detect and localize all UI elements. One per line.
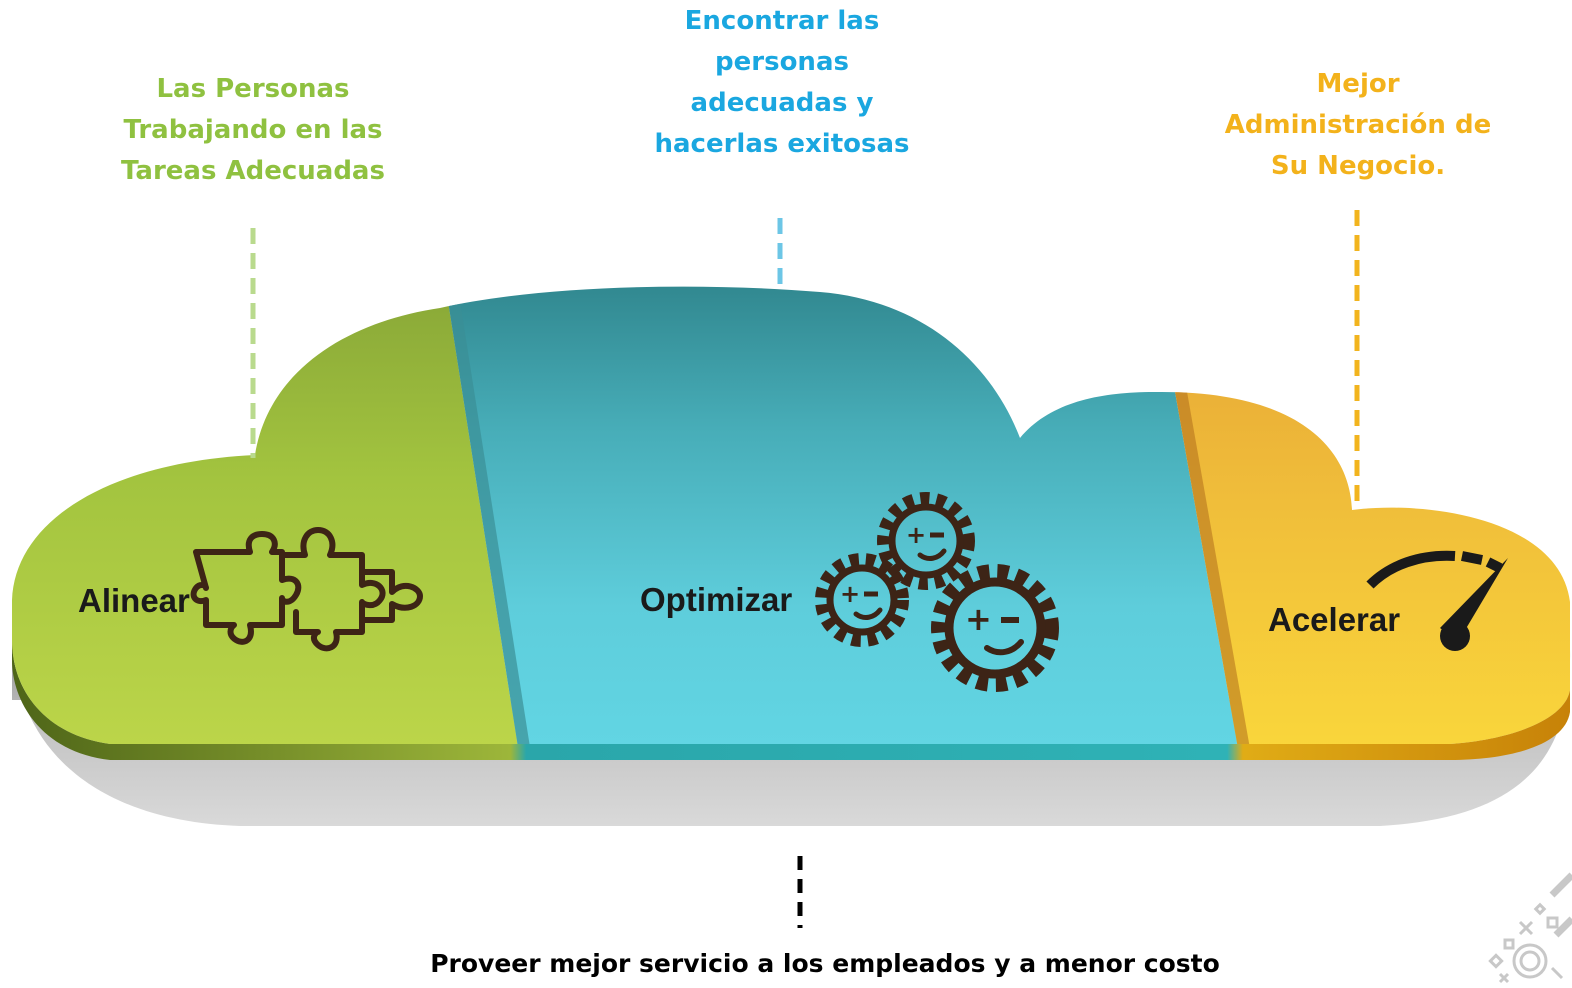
callout-line: Las Personas	[156, 74, 350, 104]
gear-icon: +	[815, 553, 909, 647]
callout-line: Tareas Adecuadas	[121, 156, 385, 186]
decorative-pattern-icon	[1488, 872, 1572, 984]
callout-line: Encontrar las	[684, 6, 880, 36]
callout-line: hacerlas exitosas	[654, 129, 910, 159]
cloud-top	[12, 286, 1570, 744]
label-alinear: Alinear	[78, 582, 190, 619]
svg-text:+: +	[840, 580, 860, 608]
gear-icon: +	[931, 564, 1059, 692]
puzzle-icon	[190, 527, 423, 652]
callout-line: personas	[715, 47, 849, 77]
callout-alinear: Las Personas Trabajando en las Tareas Ad…	[93, 69, 413, 192]
callout-line: Administración de	[1224, 110, 1492, 140]
callout-line: adecuadas y	[690, 88, 874, 118]
svg-text:+: +	[906, 521, 926, 549]
label-optimizar: Optimizar	[640, 581, 792, 618]
svg-text:+: +	[965, 600, 992, 638]
segment-optimizar	[440, 286, 1240, 744]
segment-alinear	[12, 286, 520, 744]
callout-line: Mejor	[1316, 69, 1400, 99]
gears-icon: + + +	[815, 492, 1059, 692]
speedometer-icon	[1366, 550, 1508, 651]
label-acelerar: Acelerar	[1268, 601, 1400, 638]
gear-icon: +	[877, 492, 975, 590]
footer-caption: Proveer mejor servicio a los empleados y…	[430, 949, 1220, 978]
callout-optimizar: Encontrar las personas adecuadas y hacer…	[612, 1, 952, 165]
callout-acelerar: Mejor Administración de Su Negocio.	[1198, 64, 1518, 187]
callout-line: Su Negocio.	[1270, 151, 1446, 181]
callout-line: Trabajando en las	[123, 115, 383, 145]
